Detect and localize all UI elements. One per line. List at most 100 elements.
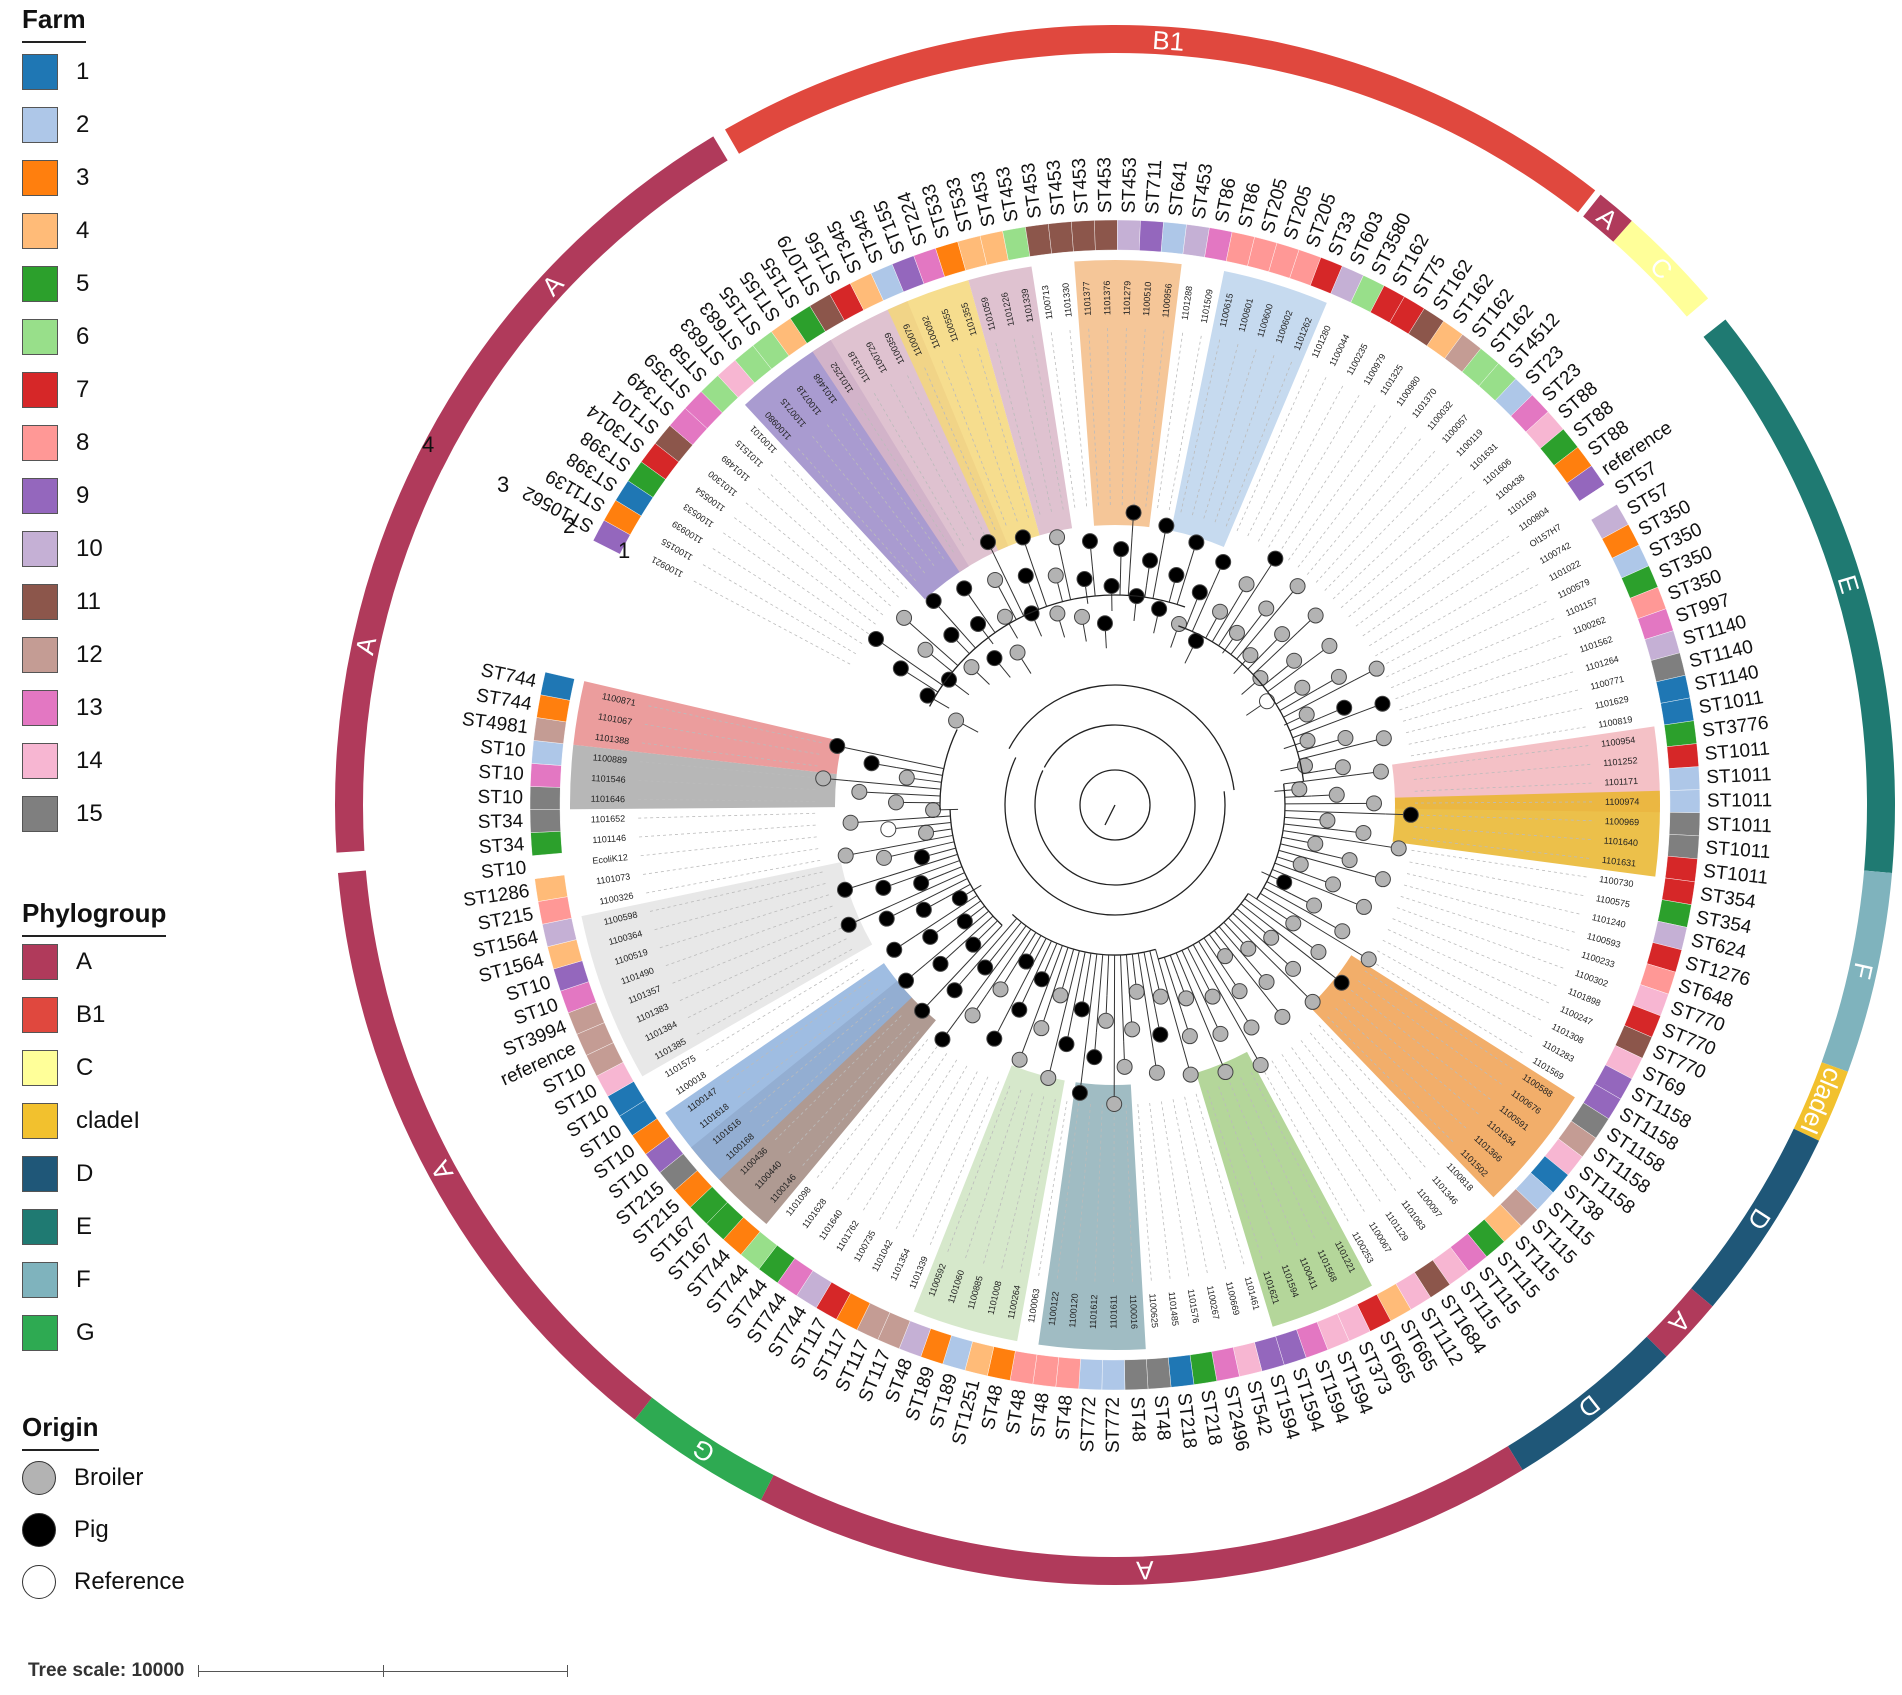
leaf-guide-line: [1371, 960, 1526, 1055]
leaf-guide-line: [1218, 1086, 1282, 1256]
origin-dot: [1113, 541, 1130, 558]
leaf-st-label: ST641: [1165, 159, 1192, 217]
farm-ring-cell: [1117, 219, 1141, 251]
leaf-guide-line: [1332, 475, 1465, 600]
origin-dot: [868, 630, 885, 647]
legend-phylogroup-title: Phylogroup: [22, 898, 167, 937]
leaf-guide-line: [1315, 448, 1438, 583]
legend-farm-item: 11: [22, 582, 101, 622]
origin-dot: [1011, 1051, 1028, 1068]
origin-dot: [1158, 517, 1175, 534]
legend-farm-label: 1: [76, 58, 90, 85]
legend-farm-item: 8: [22, 423, 89, 463]
origin-dot: [880, 821, 897, 838]
tree-branch: [1297, 744, 1322, 753]
tree-branch: [870, 834, 953, 852]
tree-branch: [1029, 940, 1052, 988]
legend-phylogroup-item: B1: [22, 995, 105, 1035]
origin-dot: [878, 910, 895, 927]
leaf-guide-line: [1019, 1098, 1056, 1276]
leaf-guide-line: [976, 345, 1029, 518]
leaf-guide-line: [1125, 1104, 1134, 1285]
origin-dot: [1148, 1064, 1165, 1081]
tree-branch: [1284, 795, 1312, 798]
origin-dot: [1014, 529, 1031, 546]
leaf-id-label: 1101898: [1567, 986, 1603, 1008]
tree-branch: [875, 815, 951, 822]
origin-dot: [1073, 1001, 1090, 1018]
origin-dot: [943, 626, 960, 643]
tree-branch: [1278, 849, 1359, 873]
leaf-id-label: 1101042: [870, 1238, 895, 1273]
legend-origin-item: Broiler: [22, 1458, 143, 1498]
legend-phylogroup-label: cladeI: [76, 1107, 141, 1134]
leaf-guide-line: [1396, 907, 1567, 970]
tree-branch: [1208, 934, 1211, 937]
origin-dot: [1058, 1036, 1075, 1053]
leaf-id-label: 1101640: [1603, 836, 1638, 848]
leaf-id-label: 1100593: [1586, 931, 1622, 950]
tree-scale-label: Tree scale: 10000: [28, 1660, 185, 1681]
tree-branch: [1061, 561, 1072, 600]
origin-dot: [1298, 706, 1315, 723]
leaf-id-label: 1101546: [591, 773, 626, 785]
origin-dot: [917, 641, 934, 658]
leaf-id-label: 1101264: [1584, 654, 1620, 673]
tree-branch: [1263, 887, 1321, 920]
origin-dot: [851, 783, 868, 800]
tree-scale-bar: [198, 1664, 569, 1678]
origin-dot: [1106, 1095, 1123, 1112]
origin-dot: [837, 847, 854, 864]
leaf-st-label: ST453: [1069, 157, 1093, 214]
leaf-guide-line: [872, 390, 964, 547]
farm-ring-cell: [529, 809, 561, 833]
tree-branch: [1127, 537, 1133, 596]
origin-dot: [886, 941, 903, 958]
clade-highlight: [913, 1065, 1065, 1342]
tree-clade-arc: [1178, 625, 1305, 782]
origin-dot: [1390, 840, 1407, 857]
leaf-id-label: 1101073: [595, 871, 630, 886]
leaf-guide-line: [888, 381, 975, 541]
tree-branch: [1184, 615, 1192, 629]
tree-branch: [906, 860, 960, 880]
origin-dot: [914, 1002, 931, 1019]
leaf-st-label: ST1011: [1705, 837, 1771, 863]
legend-farm-item: 6: [22, 317, 89, 357]
clade-highlight: [1038, 1082, 1146, 1350]
legend-phylogroup-swatch: [22, 1156, 58, 1192]
leaf-guide-line: [1309, 1032, 1428, 1170]
clade-highlight: [570, 744, 837, 810]
tree-branch: [1230, 627, 1252, 655]
origin-dot: [898, 769, 915, 786]
leaf-guide-line: [1261, 1066, 1350, 1224]
origin-dot: [1336, 699, 1353, 716]
ring-index-number: 2: [563, 513, 575, 538]
origin-dot: [1321, 637, 1338, 654]
leaf-guide-line: [1291, 1047, 1398, 1194]
origin-dot: [934, 1031, 951, 1048]
tree-clade-arc: [1034, 724, 1196, 886]
origin-dot: [1252, 1056, 1269, 1073]
leaf-st-label: ST10: [478, 762, 524, 785]
legend-phylogroup-swatch: [22, 997, 58, 1033]
leaf-id-label: 1100742: [1538, 540, 1573, 566]
leaf-guide-line: [1157, 329, 1184, 509]
tree-branch: [1137, 953, 1154, 1049]
clade-highlight: [1171, 271, 1327, 548]
legend-farm-label: 12: [76, 641, 103, 668]
leaf-guide-line: [994, 340, 1041, 515]
leaf-id-label: 1101157: [1564, 596, 1599, 618]
farm-ring-cell: [1668, 766, 1701, 791]
leaf-id-label: 1100044: [1327, 333, 1351, 368]
legend-phylogroup-item: E: [22, 1207, 92, 1247]
origin-dot: [964, 1007, 981, 1024]
legend-farm-item: 12: [22, 635, 103, 675]
legend-phylogroup-swatch: [22, 1209, 58, 1245]
leaf-st-label: ST711: [1142, 159, 1166, 215]
origin-dot: [1365, 795, 1382, 812]
leaf-st-label: ST3776: [1701, 713, 1770, 742]
tree-branch: [958, 915, 994, 948]
origin-dot: [1307, 835, 1324, 852]
origin-dot: [986, 650, 1003, 667]
